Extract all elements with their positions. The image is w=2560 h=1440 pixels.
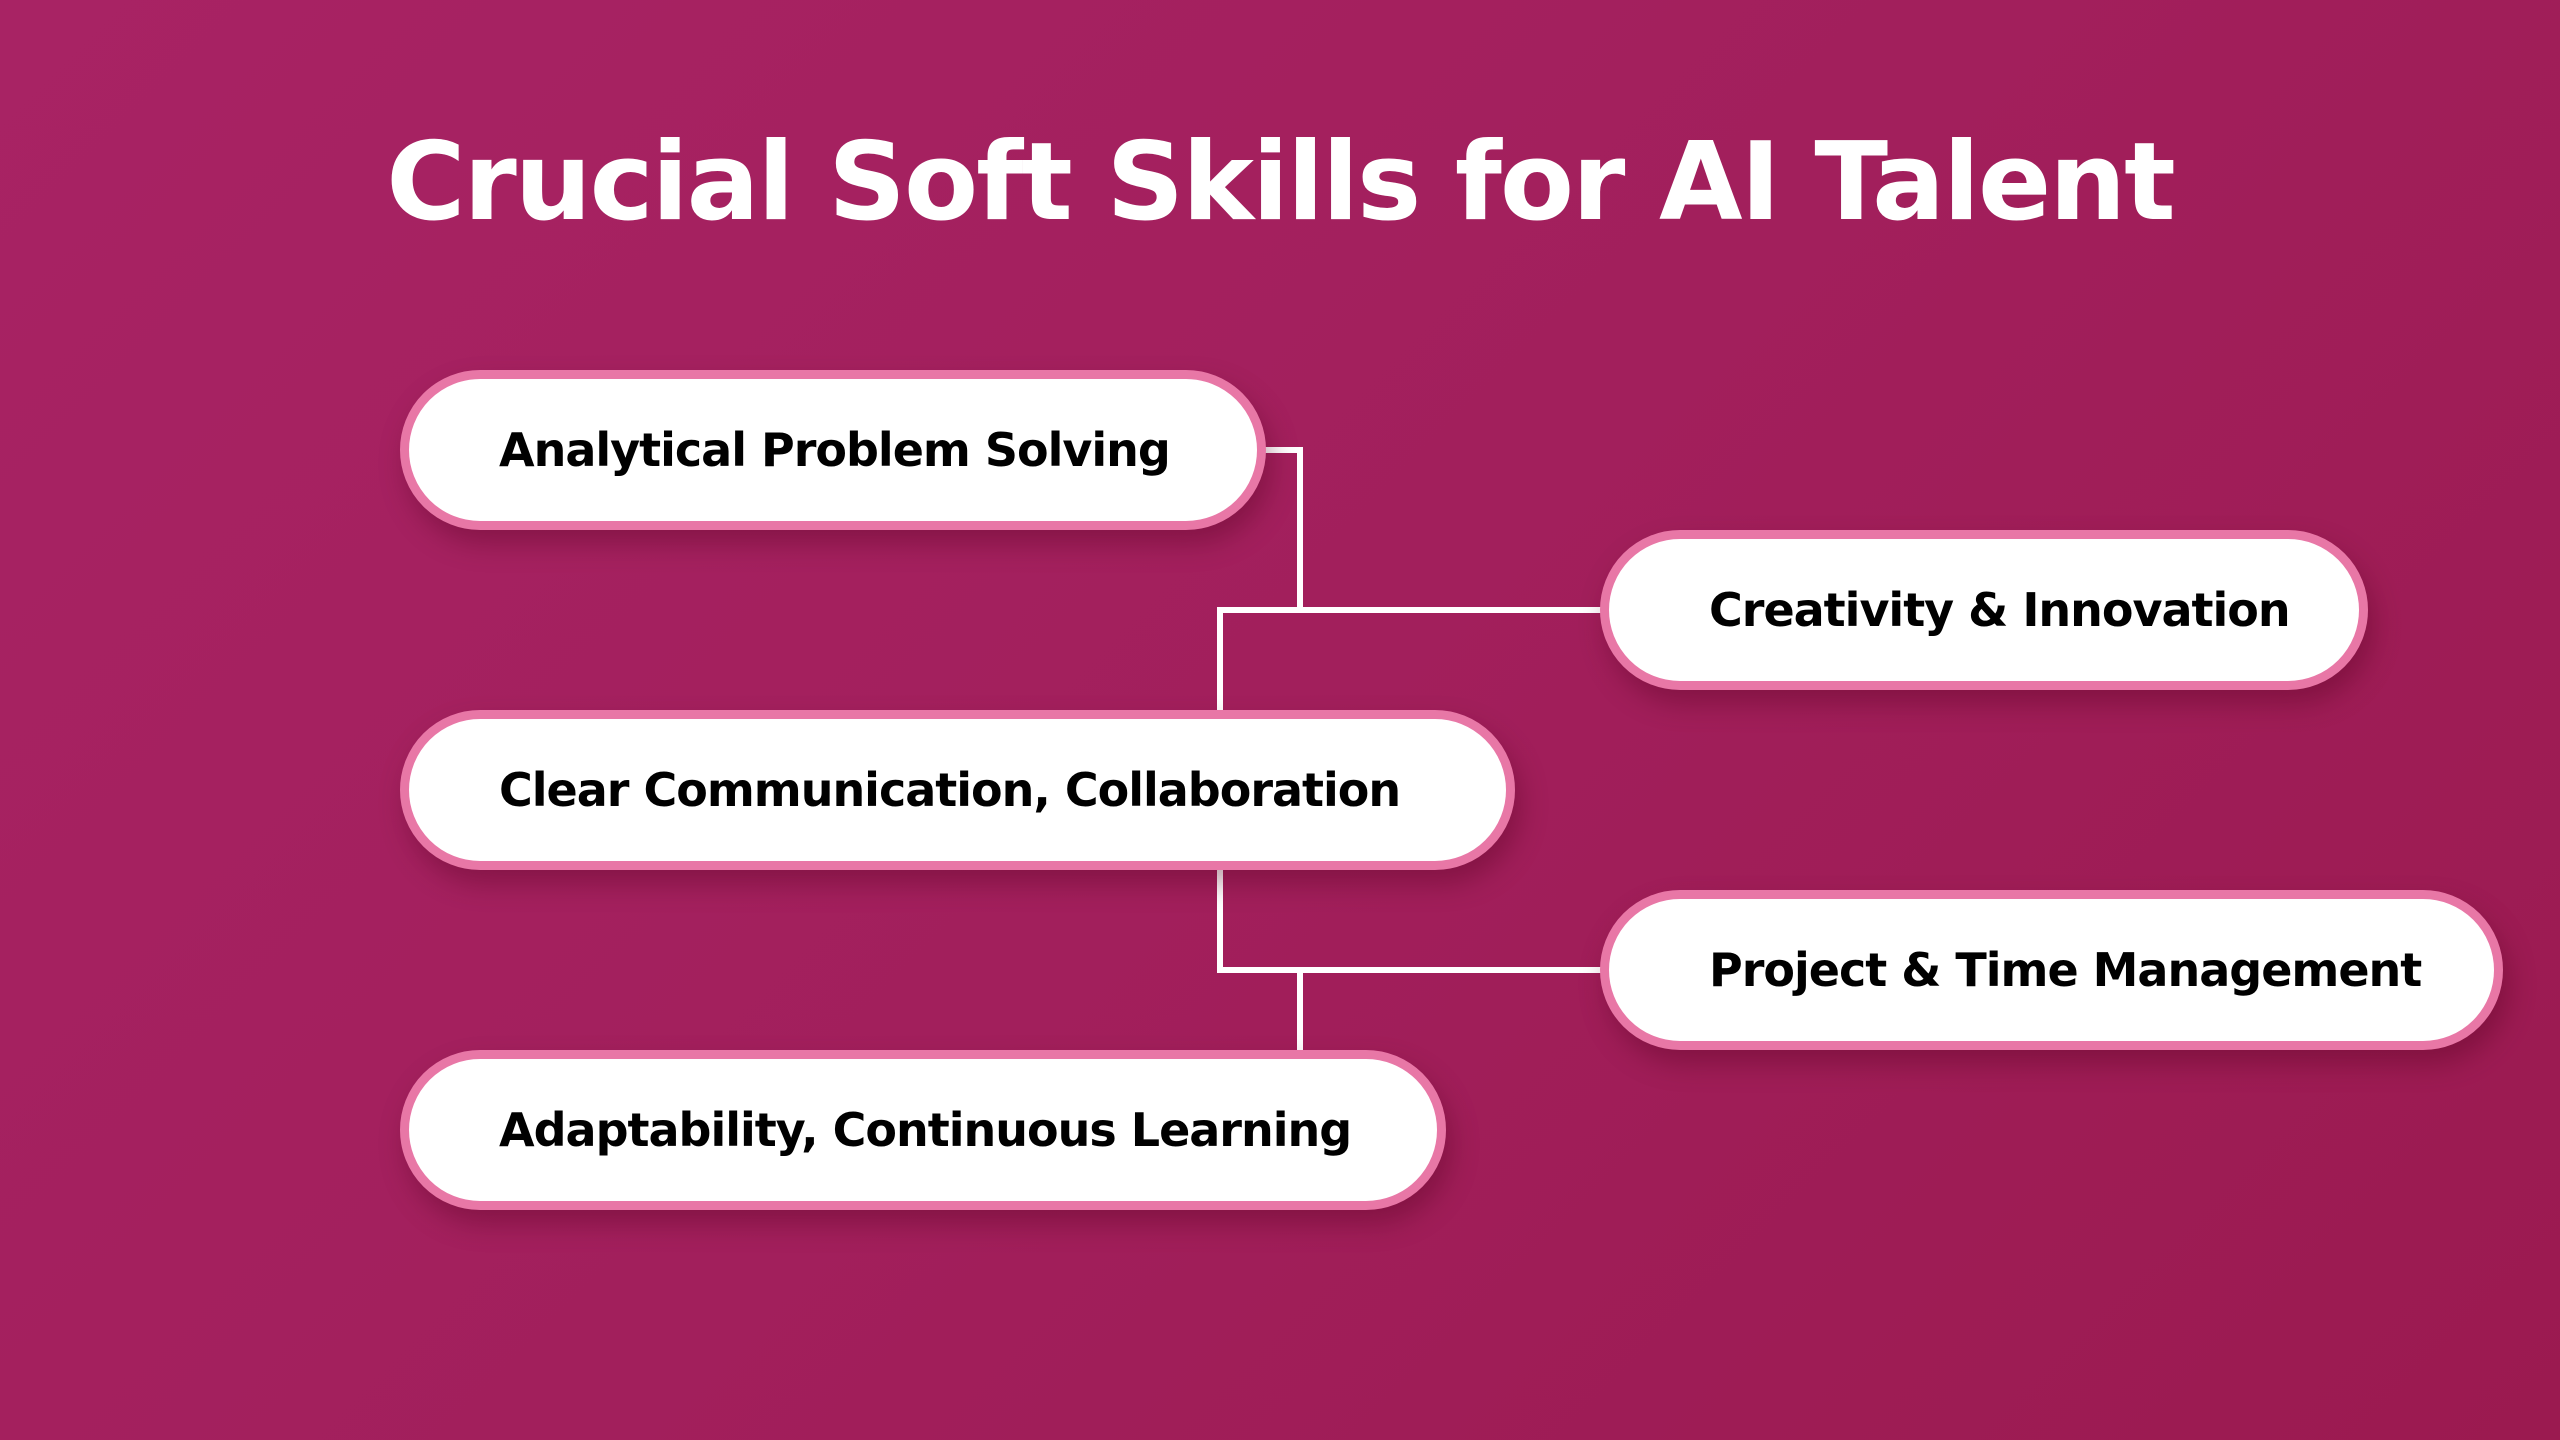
node-label: Clear Communication, Collaboration <box>499 763 1401 817</box>
connector-analytical-h <box>1262 447 1303 453</box>
node-analytical-problem-solving: Analytical Problem Solving <box>400 370 1266 530</box>
connector-communication-v-bottom <box>1217 866 1223 973</box>
connector-creativity-h <box>1217 607 1605 613</box>
node-label: Project & Time Management <box>1709 943 2422 997</box>
node-label: Creativity & Innovation <box>1709 583 2291 637</box>
node-label: Adaptability, Continuous Learning <box>499 1103 1352 1157</box>
node-project-time-management: Project & Time Management <box>1600 890 2503 1050</box>
connector-adaptability-v <box>1297 967 1303 1053</box>
node-label: Analytical Problem Solving <box>499 423 1171 477</box>
node-adaptability: Adaptability, Continuous Learning <box>400 1050 1446 1210</box>
page-title: Crucial Soft Skills for AI Talent <box>386 120 2176 245</box>
connector-communication-v-top <box>1217 607 1223 713</box>
connector-project-h <box>1217 967 1605 973</box>
connector-analytical-v <box>1297 447 1303 613</box>
node-creativity-innovation: Creativity & Innovation <box>1600 530 2368 690</box>
node-clear-communication: Clear Communication, Collaboration <box>400 710 1515 870</box>
